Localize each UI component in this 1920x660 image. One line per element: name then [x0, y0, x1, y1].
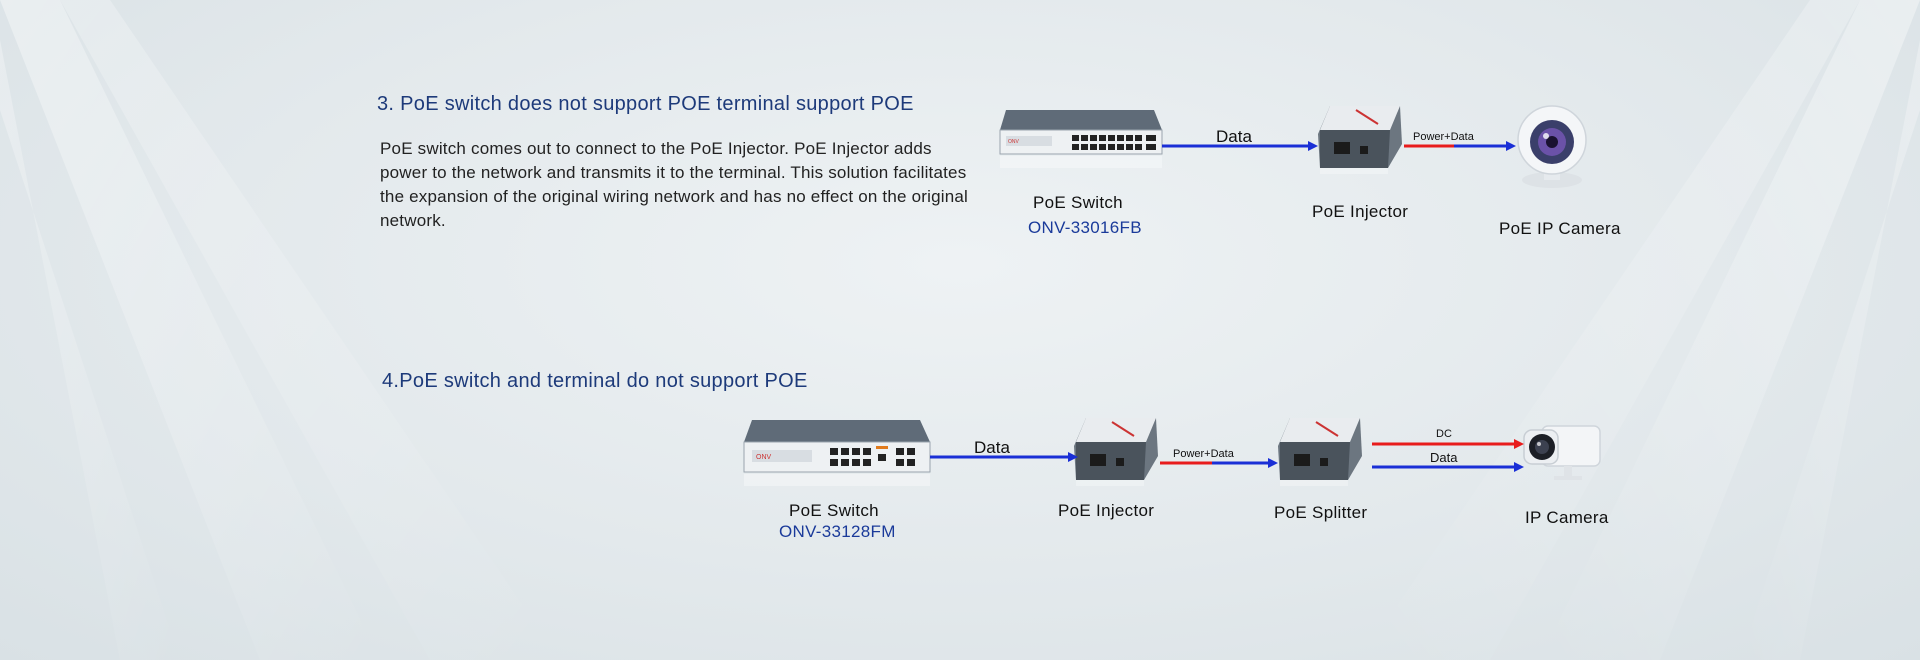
section4-data-link-2 — [1372, 462, 1524, 472]
section3-switch-label: PoE Switch — [1033, 193, 1123, 212]
section3-data-link — [1162, 141, 1318, 151]
section4-data-link-label: Data — [974, 438, 1010, 457]
poe-splitter-icon — [1278, 418, 1362, 486]
section4-switch-model: ONV-33128FM — [779, 522, 896, 541]
section4-data-link — [930, 452, 1078, 462]
section3-power-data-link-label: Power+Data — [1413, 131, 1474, 143]
section4-title: 4.PoE switch and terminal do not support… — [382, 370, 808, 392]
section3-injector-label: PoE Injector — [1312, 202, 1409, 221]
section3-data-link-label: Data — [1216, 127, 1252, 146]
section3-switch-model: ONV-33016FB — [1028, 218, 1142, 237]
section3-power-data-link — [1404, 141, 1516, 151]
svg-text:ONV: ONV — [756, 454, 772, 461]
section4-power-data-link — [1160, 458, 1278, 468]
svg-text:ONV: ONV — [1008, 139, 1020, 145]
section3-title: 3. PoE switch does not support POE termi… — [377, 93, 914, 115]
section4-power-data-link-label: Power+Data — [1173, 448, 1234, 460]
poe-switch-16-port-icon: ONV — [999, 110, 1163, 168]
bullet-camera-icon — [1523, 425, 1601, 480]
dome-ip-camera-icon — [1517, 105, 1587, 188]
section4-dc-link — [1372, 439, 1524, 449]
section4-injector-label: PoE Injector — [1058, 501, 1155, 520]
section4-splitter-label: PoE Splitter — [1274, 503, 1368, 522]
poe-injector-icon — [1074, 418, 1158, 486]
section3-description: PoE switch comes out to connect to the P… — [380, 139, 968, 230]
section3-camera-label: PoE IP Camera — [1499, 219, 1621, 238]
section4-camera-label: IP Camera — [1525, 508, 1609, 527]
section4-data-link-2-label: Data — [1430, 450, 1458, 465]
poe-injector-icon — [1318, 106, 1402, 174]
section4-switch-label: PoE Switch — [789, 501, 879, 520]
poe-switch-8-port-icon: ONV — [743, 420, 931, 486]
section4-dc-link-label: DC — [1436, 428, 1452, 440]
